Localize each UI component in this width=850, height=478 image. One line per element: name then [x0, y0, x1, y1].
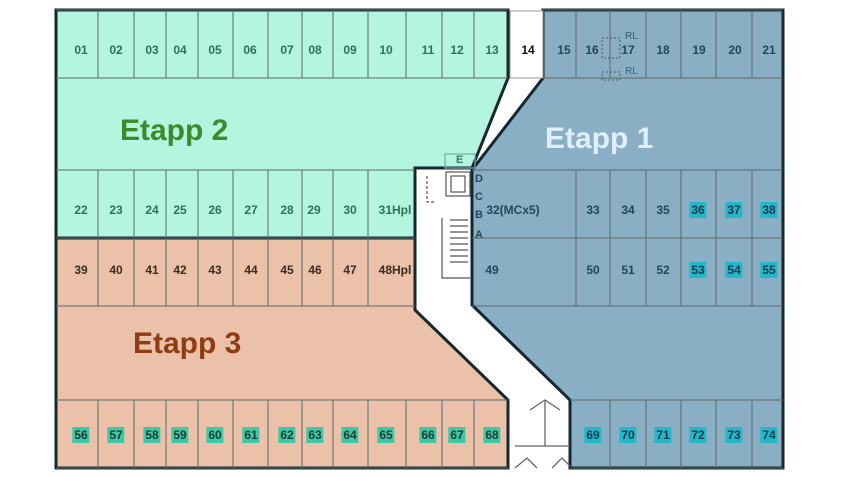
parking-stall-38[interactable]: 38: [760, 202, 778, 218]
parking-stall-62[interactable]: 62: [278, 427, 296, 443]
parking-stall-32mcx5[interactable]: 32(MCx5): [486, 203, 540, 217]
marker-rl-top: RL: [625, 31, 638, 42]
parking-stall-34[interactable]: 34: [621, 203, 635, 217]
parking-stall-69[interactable]: 69: [584, 427, 602, 443]
parking-stall-25[interactable]: 25: [173, 203, 187, 217]
parking-stall-15[interactable]: 15: [557, 43, 571, 57]
parking-stall-26[interactable]: 26: [208, 203, 222, 217]
parking-stall-03[interactable]: 03: [145, 43, 159, 57]
parking-stall-33[interactable]: 33: [586, 203, 600, 217]
parking-stall-35[interactable]: 35: [656, 203, 670, 217]
marker-a: A: [475, 229, 483, 241]
parking-stall-27[interactable]: 27: [244, 203, 258, 217]
marker-e: E: [456, 154, 464, 166]
parking-stall-63[interactable]: 63: [306, 427, 324, 443]
parking-stall-49[interactable]: 49: [485, 263, 499, 277]
parking-stall-01[interactable]: 01: [74, 43, 88, 57]
marker-rl-bottom: RL: [625, 66, 638, 77]
parking-stall-71[interactable]: 71: [654, 427, 672, 443]
zone-etapp1[interactable]: [470, 8, 785, 470]
parking-stall-20[interactable]: 20: [728, 43, 742, 57]
parking-stall-73[interactable]: 73: [725, 427, 743, 443]
parking-stall-68[interactable]: 68: [483, 427, 501, 443]
parking-stall-09[interactable]: 09: [343, 43, 357, 57]
parking-stall-07[interactable]: 07: [280, 43, 294, 57]
parking-stall-48hpl[interactable]: 48Hpl: [378, 263, 412, 277]
parking-stall-45[interactable]: 45: [280, 263, 294, 277]
parking-stall-60[interactable]: 60: [206, 427, 224, 443]
parking-stall-57[interactable]: 57: [107, 427, 125, 443]
parking-stall-44[interactable]: 44: [244, 263, 258, 277]
parking-stall-24[interactable]: 24: [145, 203, 159, 217]
parking-stall-67[interactable]: 67: [448, 427, 466, 443]
zone-label-etapp1: Etapp 1: [545, 122, 654, 155]
parking-stall-42[interactable]: 42: [173, 263, 187, 277]
marker-b: B: [475, 209, 483, 221]
parking-stall-30[interactable]: 30: [343, 203, 357, 217]
parking-stall-58[interactable]: 58: [143, 427, 161, 443]
parking-stall-23[interactable]: 23: [109, 203, 123, 217]
parking-stall-05[interactable]: 05: [208, 43, 222, 57]
parking-stall-06[interactable]: 06: [243, 43, 257, 57]
parking-stall-55[interactable]: 55: [760, 262, 778, 278]
parking-stall-08[interactable]: 08: [308, 43, 322, 57]
parking-stall-13[interactable]: 13: [485, 43, 499, 57]
parking-stall-19[interactable]: 19: [692, 43, 706, 57]
parking-stall-53[interactable]: 53: [689, 262, 707, 278]
stairwell-icon: [426, 153, 476, 279]
parking-stall-29[interactable]: 29: [307, 203, 321, 217]
stall-dividers: [56, 9, 783, 469]
parking-stall-56[interactable]: 56: [72, 427, 90, 443]
parking-stall-37[interactable]: 37: [725, 202, 743, 218]
parking-stall-64[interactable]: 64: [341, 427, 359, 443]
parking-stall-47[interactable]: 47: [343, 263, 357, 277]
parking-stall-04[interactable]: 04: [173, 43, 187, 57]
marker-c: C: [475, 191, 483, 203]
zone-label-etapp3: Etapp 3: [133, 327, 242, 360]
stall-14-area: [509, 10, 544, 79]
parking-stall-66[interactable]: 66: [419, 427, 437, 443]
marker-d: D: [475, 173, 483, 185]
parking-stall-54[interactable]: 54: [725, 262, 743, 278]
parking-stall-28[interactable]: 28: [280, 203, 294, 217]
parking-stall-18[interactable]: 18: [656, 43, 670, 57]
parking-stall-11[interactable]: 11: [421, 43, 435, 57]
parking-stall-12[interactable]: 12: [450, 43, 464, 57]
parking-stall-21[interactable]: 21: [762, 43, 776, 57]
parking-stall-41[interactable]: 41: [145, 263, 159, 277]
parking-stall-72[interactable]: 72: [689, 427, 707, 443]
parking-stall-22[interactable]: 22: [74, 203, 88, 217]
parking-stall-51[interactable]: 51: [621, 263, 635, 277]
parking-stall-65[interactable]: 65: [377, 427, 395, 443]
parking-stall-61[interactable]: 61: [242, 427, 260, 443]
parking-stall-16[interactable]: 16: [585, 43, 599, 57]
rl-boxes: [601, 37, 621, 81]
parking-stall-43[interactable]: 43: [208, 263, 222, 277]
entrance-arrow-icon: [514, 399, 571, 469]
parking-stall-39[interactable]: 39: [74, 263, 88, 277]
parking-stall-50[interactable]: 50: [586, 263, 600, 277]
parking-stall-46[interactable]: 46: [308, 263, 322, 277]
parking-stall-74[interactable]: 74: [760, 427, 778, 443]
zone-label-etapp2: Etapp 2: [120, 114, 229, 147]
parking-stall-40[interactable]: 40: [109, 263, 123, 277]
parking-stall-10[interactable]: 10: [379, 43, 393, 57]
parking-stall-36[interactable]: 36: [689, 202, 707, 218]
parking-stall-02[interactable]: 02: [109, 43, 123, 57]
parking-stall-52[interactable]: 52: [656, 263, 670, 277]
parking-stall-70[interactable]: 70: [619, 427, 637, 443]
parking-stall-31hpl[interactable]: 31Hpl: [378, 203, 412, 217]
parking-stall-17[interactable]: 17: [621, 43, 635, 57]
parking-stall-14[interactable]: 14: [521, 43, 535, 57]
parking-stall-59[interactable]: 59: [171, 427, 189, 443]
